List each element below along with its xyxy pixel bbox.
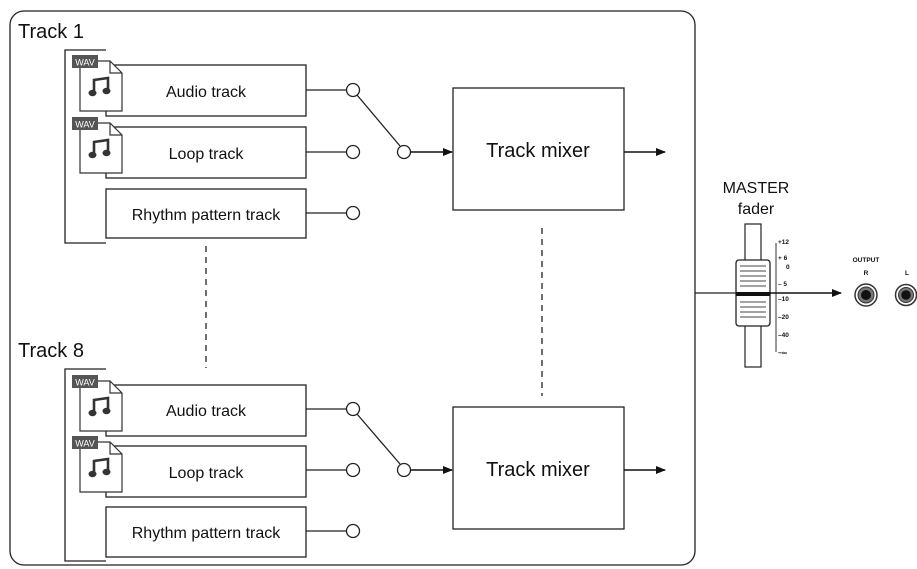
wav-file-icon: WAV bbox=[71, 116, 123, 174]
wav-badge: WAV bbox=[75, 439, 95, 449]
track-title: Track 1 bbox=[18, 21, 84, 43]
fader-scale-label: + 6 bbox=[778, 255, 788, 262]
switch-contact bbox=[345, 205, 361, 221]
track-8-group: Track 8 Audio track Loop track Rhythm pa… bbox=[18, 340, 666, 562]
switch-contact bbox=[345, 401, 361, 417]
fader-scale-label: 0 bbox=[786, 264, 790, 271]
output-jack-label: R bbox=[864, 270, 869, 277]
track-mixer-label: Track mixer bbox=[486, 459, 590, 481]
output-jack-l-icon bbox=[894, 283, 917, 307]
master-fader-knob[interactable] bbox=[735, 259, 771, 327]
wav-badge: WAV bbox=[75, 58, 95, 68]
audio-track-label: Audio track bbox=[166, 84, 247, 101]
rhythm-track-label: Rhythm pattern track bbox=[132, 525, 282, 542]
track-mixer-label: Track mixer bbox=[486, 140, 590, 162]
fader-scale-label: – 5 bbox=[778, 281, 787, 288]
track-bracket bbox=[64, 49, 106, 244]
track-mixer-box bbox=[452, 406, 625, 530]
output-jack-r-icon bbox=[854, 283, 878, 307]
tracks-panel bbox=[9, 10, 696, 566]
wav-badge: WAV bbox=[75, 378, 95, 388]
wav-file-icon: WAV bbox=[71, 54, 123, 112]
fader-scale: +12 + 6 0 – 5 –10 –20 –40 –∞ bbox=[775, 239, 790, 357]
wav-file-icon: WAV bbox=[71, 374, 123, 432]
output-section: OUTPUT R L bbox=[853, 257, 917, 307]
track-bracket bbox=[64, 368, 106, 562]
fader-scale-label: –20 bbox=[778, 314, 789, 321]
switch-contact bbox=[345, 462, 361, 478]
switch-contact bbox=[345, 523, 361, 539]
wav-badge: WAV bbox=[75, 120, 95, 130]
track-selector-switch bbox=[356, 413, 401, 465]
track-mixer-box bbox=[452, 87, 625, 211]
switch-pivot bbox=[396, 144, 412, 160]
fader-scale-label: +12 bbox=[778, 239, 789, 246]
rhythm-track-box bbox=[105, 506, 307, 558]
master-subtitle: fader bbox=[738, 201, 775, 218]
master-title: MASTER bbox=[723, 180, 790, 197]
track-selector-switch bbox=[356, 94, 401, 147]
switch-contact bbox=[345, 144, 361, 160]
master-fader-group: MASTER fader +12 + 6 0 – 5 –10 –20 –4 bbox=[695, 180, 842, 368]
output-label: OUTPUT bbox=[853, 257, 880, 264]
fader-scale-label: –∞ bbox=[778, 350, 787, 357]
rhythm-track-label: Rhythm pattern track bbox=[132, 207, 282, 224]
loop-track-label: Loop track bbox=[169, 465, 245, 482]
rhythm-track-box bbox=[105, 188, 307, 239]
track-1-group: Track 1 Audio track Loop track Rhythm pa… bbox=[18, 21, 666, 244]
switch-pivot bbox=[396, 462, 412, 478]
switch-contact bbox=[345, 82, 361, 98]
loop-track-label: Loop track bbox=[169, 146, 245, 163]
fader-scale-label: –40 bbox=[778, 332, 789, 339]
loop-track-box bbox=[105, 445, 307, 498]
audio-track-box bbox=[105, 384, 307, 437]
output-jack-label: L bbox=[905, 270, 909, 277]
audio-track-label: Audio track bbox=[166, 403, 247, 420]
track-title: Track 8 bbox=[18, 340, 84, 362]
fader-scale-label: –10 bbox=[778, 296, 789, 303]
wav-file-icon: WAV bbox=[71, 435, 123, 493]
